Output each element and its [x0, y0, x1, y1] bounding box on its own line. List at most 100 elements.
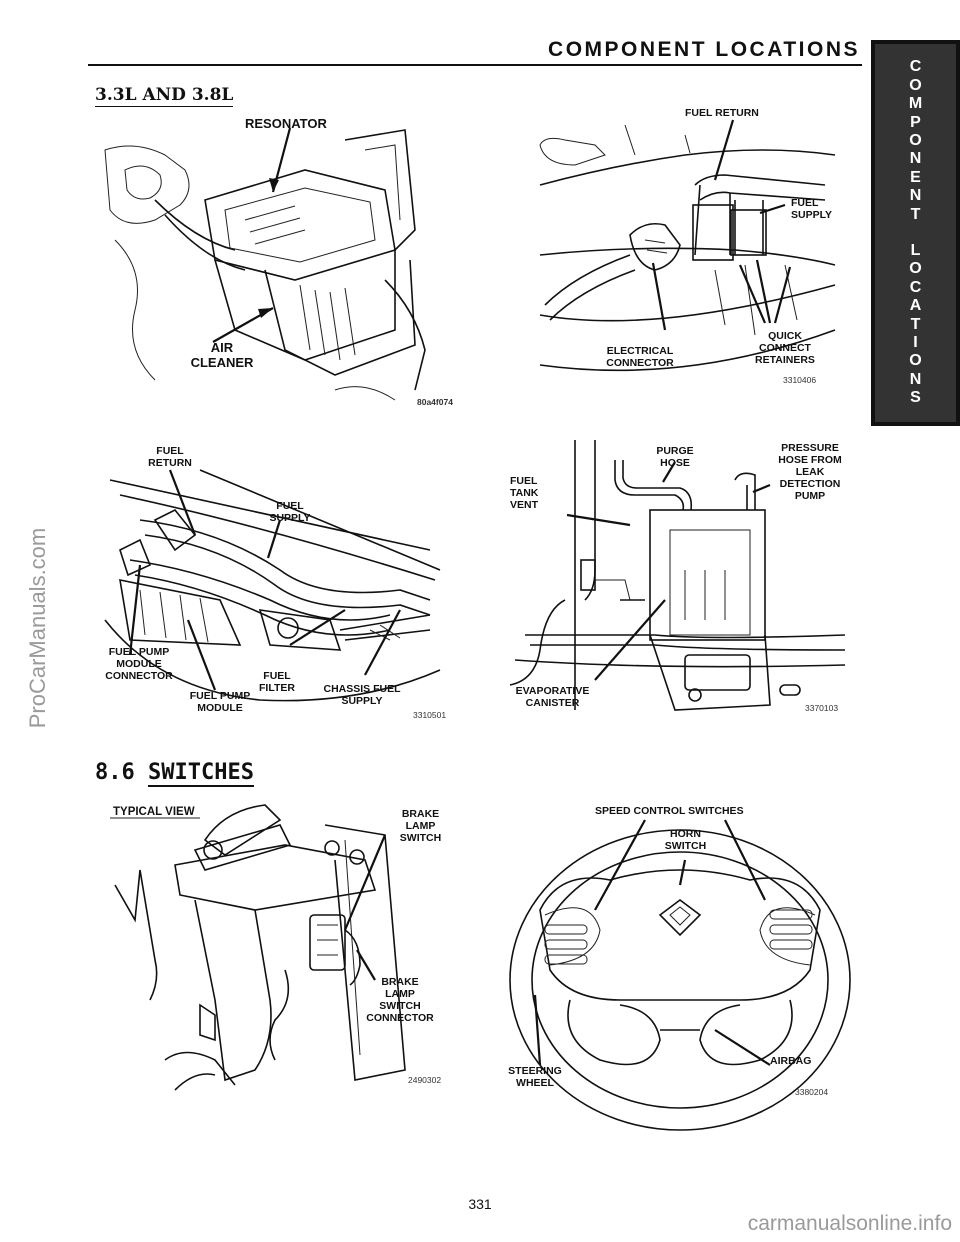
label-steering-line1: STEERING — [508, 1065, 562, 1077]
figure-fuel-lines: FUEL RETURN FUEL SUPPLY ELECTRICAL CONNE… — [535, 105, 845, 390]
section-number: 8.6 — [95, 760, 135, 785]
side-tab-letter: T — [910, 315, 921, 333]
label-fuel-return: FUEL RETURN — [140, 445, 200, 469]
section-title-switches: 8.6 SWITCHES — [95, 760, 254, 787]
side-tab-letter: O — [909, 76, 922, 94]
label-pressure-line3: LEAK — [795, 466, 825, 478]
figure-brake-lamp-switch: TYPICAL VIEW BRAKE LAMP SWITCH BRAKE LAM… — [105, 800, 450, 1091]
label-quick-connect-line2: CONNECT — [759, 342, 811, 354]
label-chassis-line1: CHASSIS FUEL — [323, 683, 401, 695]
section-title-engine: 3.3L AND 3.8L — [95, 85, 234, 107]
label-fpmc-line1: FUEL PUMP — [108, 646, 170, 658]
label-evap-line2: CANISTER — [525, 697, 580, 709]
label-fpm-line2: MODULE — [197, 702, 243, 714]
side-tab-letter: S — [910, 389, 921, 407]
fuel-pump-illustration — [104, 469, 441, 702]
label-fpm-line1: FUEL PUMP — [189, 690, 251, 702]
side-tab-letter: E — [910, 168, 921, 186]
label-quick-connect-line1: QUICK — [768, 330, 802, 342]
label-horn-line1: HORN — [670, 828, 701, 840]
figure-code: 3310406 — [783, 375, 817, 385]
label-steering-line2: WHEEL — [516, 1077, 554, 1089]
side-tab-letter: N — [909, 187, 922, 205]
side-tab-letter: L — [910, 242, 921, 259]
label-pressure-line5: PUMP — [794, 490, 826, 502]
watermark-procarmanuals: ProCarManuals.com — [25, 527, 50, 729]
label-blsc-line1: BRAKE — [381, 976, 419, 988]
figure-steering-wheel: SPEED CONTROL SWITCHES HORN SWITCH STEER… — [500, 800, 851, 1131]
label-pressure-hose: PRESSURE HOSE FROM LEAK DETECTION PUMP — [765, 442, 855, 502]
label-blsc-line4: CONNECTOR — [366, 1012, 434, 1024]
label-chassis-fuel-supply: CHASSIS FUEL SUPPLY — [316, 683, 408, 707]
label-ftv-line3: VENT — [510, 499, 539, 511]
evap-canister-illustration — [509, 440, 846, 711]
steering-wheel-illustration — [509, 819, 851, 1131]
label-fpmc-line2: MODULE — [116, 658, 162, 670]
label-electrical-connector-line1: ELECTRICAL — [606, 345, 674, 357]
label-brake-lamp-switch-connector: BRAKE LAMP SWITCH CONNECTOR — [360, 976, 440, 1024]
header-rule — [88, 64, 862, 66]
label-air-cleaner: AIR CLEANER — [187, 340, 257, 370]
label-fpmc-line3: CONNECTOR — [105, 670, 173, 682]
label-resonator: RESONATOR — [245, 116, 327, 131]
label-ftv-line1: FUEL — [510, 475, 538, 487]
label-quick-connect-retainers: QUICK CONNECT RETAINERS — [745, 330, 825, 366]
figure-evaporative-canister: FUEL TANK VENT PURGE HOSE PRESSURE HOSE … — [505, 440, 850, 725]
label-fuel-tank-vent: FUEL TANK VENT — [510, 475, 538, 511]
figure-resonator-air-cleaner: RESONATOR AIR CLEANER 80a4f074 — [95, 110, 453, 410]
side-tab-letter: C — [909, 58, 922, 76]
resonator-illustration — [104, 127, 426, 401]
label-steering-wheel: STEERING WHEEL — [500, 1065, 570, 1089]
label-fuel-filter-line1: FUEL — [263, 670, 291, 682]
figure-code: 2490302 — [408, 1075, 442, 1085]
section-side-tab: C O M P O N E N T L O C A T I O N S — [871, 40, 960, 426]
side-tab-letter: N — [909, 370, 922, 388]
label-pressure-line4: DETECTION — [779, 478, 841, 490]
side-tab-letter: T — [910, 205, 921, 223]
label-purge-hose: PURGE HOSE — [650, 445, 700, 469]
label-electrical-connector: ELECTRICAL CONNECTOR — [595, 345, 685, 369]
label-evaporative-canister: EVAPORATIVE CANISTER — [505, 685, 600, 709]
label-ftv-line2: TANK — [510, 487, 539, 499]
label-fuel-supply-line1: FUEL — [276, 500, 304, 512]
label-bls-line1: BRAKE — [401, 808, 440, 820]
figure-fuel-pump-module: FUEL RETURN FUEL SUPPLY FUEL PUMP MODULE… — [100, 440, 450, 720]
label-pressure-line2: HOSE FROM — [778, 454, 842, 466]
watermark-carmanualsonline: carmanualsonline.info — [747, 1212, 952, 1235]
fuel-lines-illustration — [539, 119, 836, 372]
label-bls-line3: SWITCH — [399, 832, 442, 844]
label-evap-line1: EVAPORATIVE — [515, 685, 590, 697]
label-fuel-return: FUEL RETURN — [685, 107, 759, 119]
page-header-title: COMPONENT LOCATIONS — [548, 38, 860, 61]
label-air-cleaner-line1: AIR — [210, 340, 234, 355]
side-tab-letter: P — [910, 113, 921, 131]
label-horn-line2: SWITCH — [664, 840, 707, 852]
side-tab-letter: O — [909, 352, 922, 370]
figure-code: 3370103 — [805, 703, 839, 713]
label-air-cleaner-line2: CLEANER — [190, 355, 254, 370]
label-quick-connect-line3: RETAINERS — [755, 354, 815, 366]
side-tab-letter: M — [908, 95, 923, 113]
label-blsc-line3: SWITCH — [379, 1000, 421, 1012]
label-blsc-line2: LAMP — [385, 988, 415, 1000]
label-fuel-filter: FUEL FILTER — [252, 670, 302, 694]
label-typical-view: TYPICAL VIEW — [113, 806, 195, 818]
label-fuel-supply: FUEL SUPPLY — [260, 500, 320, 524]
label-purge-line1: PURGE — [656, 445, 694, 457]
label-fuel-return-line2: RETURN — [148, 457, 192, 469]
label-fuel-supply-line2: SUPPLY — [269, 512, 311, 524]
label-fuel-supply: FUEL SUPPLY — [791, 197, 832, 221]
label-chassis-line2: SUPPLY — [341, 695, 383, 707]
label-fuel-supply-line2: SUPPLY — [791, 209, 833, 221]
label-brake-lamp-switch: BRAKE LAMP SWITCH — [393, 808, 448, 844]
label-speed-control-switches: SPEED CONTROL SWITCHES — [595, 805, 744, 817]
brake-switch-illustration — [110, 804, 406, 1091]
label-fuel-pump-module-connector: FUEL PUMP MODULE CONNECTOR — [100, 646, 178, 682]
side-tab-letter: A — [909, 297, 922, 315]
side-tab-letter: O — [909, 260, 922, 278]
section-switches-label: SWITCHES — [148, 760, 254, 787]
label-fuel-return-line1: FUEL — [156, 445, 184, 457]
figure-code: 3380204 — [795, 1087, 829, 1097]
label-airbag: AIRBAG — [770, 1055, 812, 1067]
figure-code: 3310501 — [413, 710, 447, 720]
